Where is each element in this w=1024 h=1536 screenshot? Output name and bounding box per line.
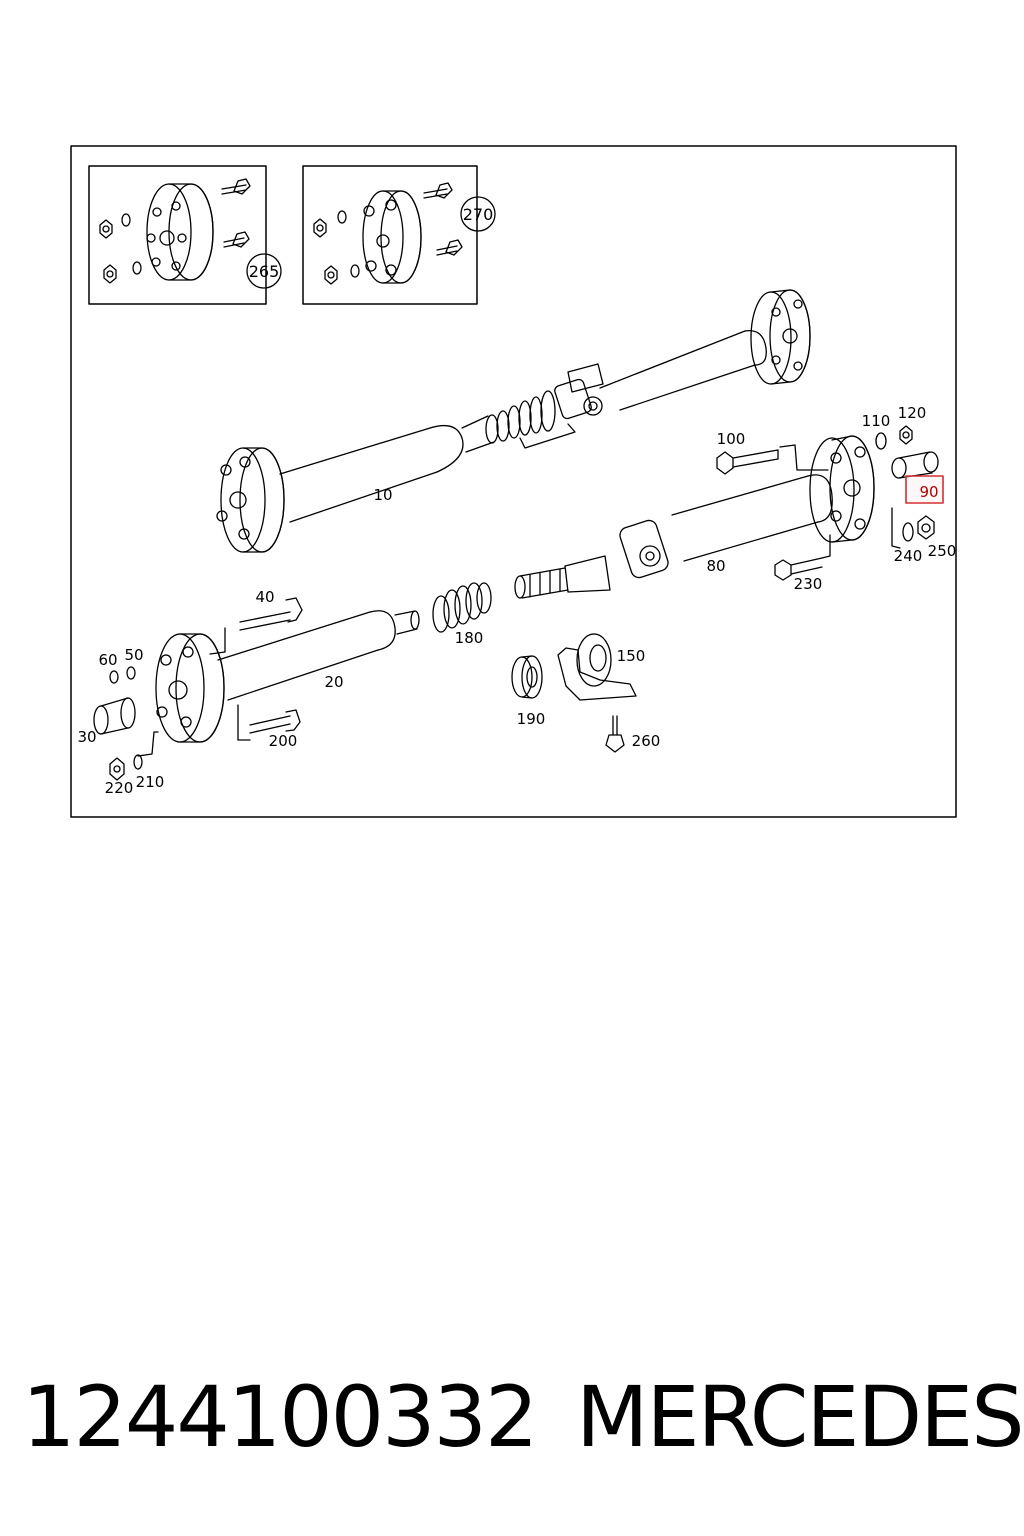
label-50[interactable]: 50: [124, 646, 143, 664]
part-labels: 265 270 10 100 110 120 90 80 230 240 250…: [77, 205, 956, 797]
inset-flex-disc-kit-265: [88, 165, 282, 305]
bearing-190-icon: [511, 655, 543, 699]
sleeve-90-icon: [891, 451, 939, 479]
driveshaft-parts-diagram: 265 270 10 100 110 120 90 80 230 240 250…: [70, 145, 957, 818]
part-number: 1244100332: [22, 1368, 538, 1466]
label-220[interactable]: 220: [105, 779, 134, 797]
label-110[interactable]: 110: [862, 412, 891, 430]
callout-265-circle: [246, 253, 282, 289]
washer-60-icon: [109, 670, 119, 684]
washer-50-icon: [126, 666, 136, 680]
highlight-box-90: [905, 475, 944, 504]
nut-250-icon: [917, 515, 935, 540]
label-120[interactable]: 120: [898, 404, 927, 422]
washer-240-icon: [902, 522, 914, 542]
label-250[interactable]: 250: [928, 542, 957, 560]
label-265[interactable]: 265: [249, 262, 280, 281]
bolt-40-icon: [209, 597, 303, 655]
label-210[interactable]: 210: [136, 773, 165, 791]
label-260[interactable]: 260: [632, 732, 661, 750]
label-20[interactable]: 20: [324, 673, 343, 691]
diagram-frame: [70, 145, 957, 818]
nut-220-icon: [109, 757, 125, 781]
front-shaft-section-20: [155, 610, 420, 743]
label-100[interactable]: 100: [717, 430, 746, 448]
bolt-icon: [221, 178, 251, 248]
flex-disc-265-icon: [146, 183, 214, 281]
inset-flex-disc-kit-270: [302, 165, 496, 305]
center-support-150-icon: [557, 633, 637, 701]
label-60[interactable]: 60: [98, 651, 117, 669]
brand-name: MERCEDES: [576, 1368, 1024, 1466]
callout-270-circle: [460, 196, 496, 232]
bush-30-icon: [93, 697, 136, 735]
nut-icon: [99, 219, 117, 284]
label-80[interactable]: 80: [706, 557, 725, 575]
washer-210-icon: [133, 754, 143, 770]
bolt-icon: [423, 182, 463, 256]
bellows-180-icon: [432, 582, 492, 633]
flex-disc-270-icon: [362, 190, 422, 284]
label-270[interactable]: 270: [463, 205, 494, 224]
label-200[interactable]: 200: [269, 732, 298, 750]
label-190[interactable]: 190: [517, 710, 546, 728]
label-40[interactable]: 40: [255, 588, 274, 606]
label-240[interactable]: 240: [894, 547, 923, 565]
propeller-shaft-10: [216, 289, 811, 553]
label-10[interactable]: 10: [373, 486, 392, 504]
label-150[interactable]: 150: [617, 647, 646, 665]
washer-110-icon: [875, 432, 887, 450]
nut-120-icon: [899, 425, 913, 445]
screw-260-icon: [605, 715, 625, 753]
washer-icon: [121, 213, 142, 275]
label-90[interactable]: 90: [919, 483, 938, 501]
label-230[interactable]: 230: [794, 575, 823, 593]
bolt-230-icon: [774, 534, 831, 581]
washer-icon: [337, 210, 360, 278]
label-180[interactable]: 180: [455, 629, 484, 647]
nut-icon: [313, 218, 338, 285]
label-30[interactable]: 30: [77, 728, 96, 746]
bolt-100-icon: [716, 444, 829, 475]
rear-shaft-section-80: [514, 435, 875, 599]
bolt-200-icon: [237, 704, 301, 741]
